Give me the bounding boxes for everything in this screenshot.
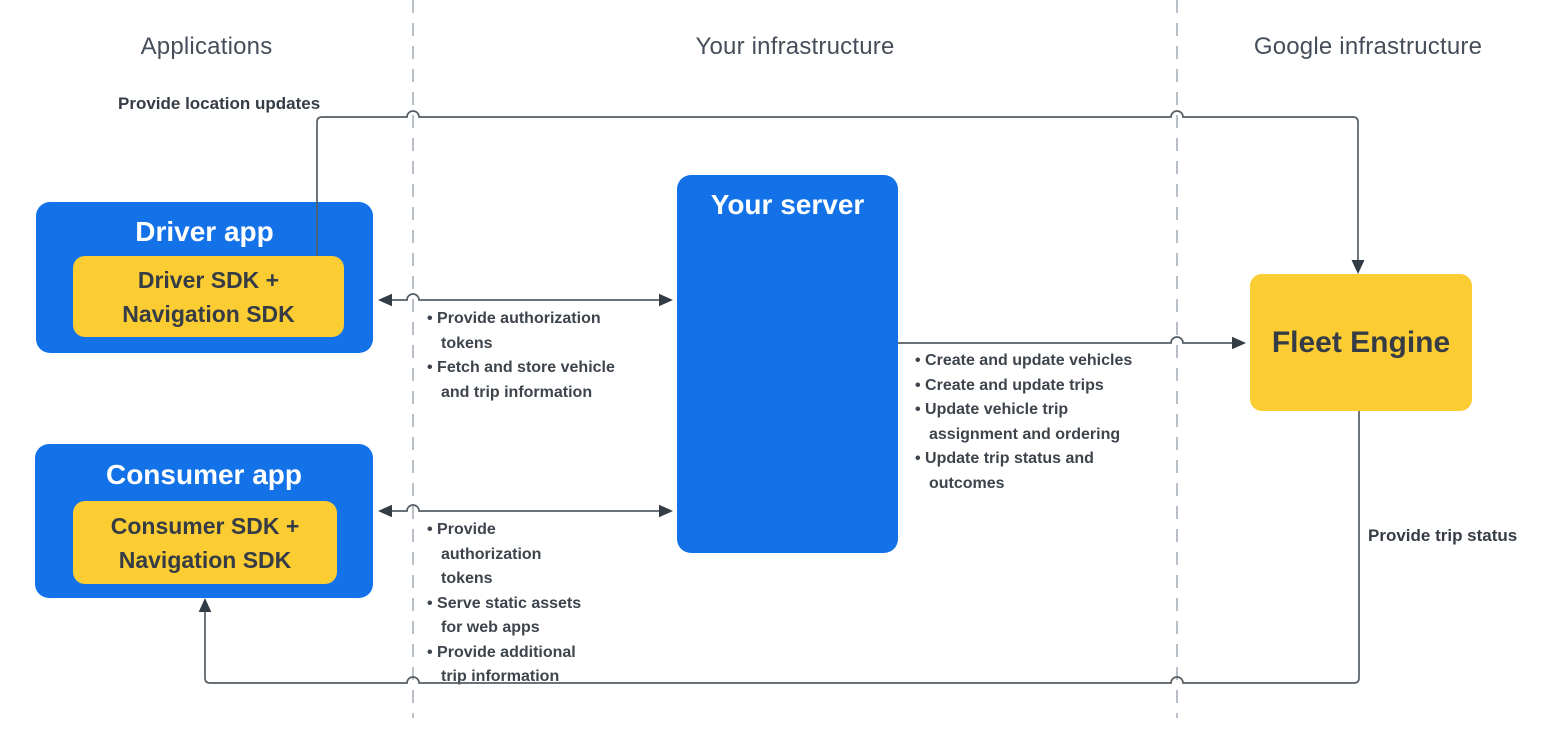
edge-driver-server-line (392, 293, 659, 301)
your-server-title: Your server (710, 189, 865, 220)
fleet-engine-box: Fleet Engine (1250, 274, 1472, 411)
arrow-right-to-your-server-icon (659, 293, 673, 307)
bullet-item: Create and update vehicles (915, 349, 1137, 374)
bullet-item: Update vehicle trip assignment and order… (915, 398, 1137, 447)
consumer-server-notes: Provide authorization tokensServe static… (427, 518, 593, 690)
arrow-left-to-driver-app-icon (378, 293, 392, 307)
driver-app-title: Driver app (135, 216, 274, 247)
driver-server-notes: Provide authorization tokensFetch and st… (427, 307, 619, 405)
arrow-right-to-fleet-engine-icon (1232, 336, 1246, 350)
bullet-item: Update trip status and outcomes (915, 447, 1137, 496)
lane-header-applications: Applications (140, 33, 273, 60)
lane-header-google-infrastructure: Google infrastructure (1253, 33, 1483, 60)
consumer-sdk-label: Consumer SDK + Navigation SDK (110, 512, 300, 573)
provide-trip-status-label: Provide trip status (1368, 526, 1518, 545)
bullet-item: Provide additional trip information (427, 641, 593, 690)
bullet-item: Fetch and store vehicle and trip informa… (427, 356, 619, 405)
consumer-app-box: Consumer app Consumer SDK + Navigation S… (35, 444, 373, 598)
arrow-right-to-your-server-lower-icon (659, 504, 673, 518)
bullet-item: Provide authorization tokens (427, 518, 593, 592)
driver-sdk-box: Driver SDK + Navigation SDK (73, 256, 344, 337)
driver-app-box: Driver app Driver SDK + Navigation SDK (36, 202, 373, 353)
edge-server-fleet-line (898, 336, 1232, 344)
consumer-app-title: Consumer app (105, 459, 303, 490)
bullet-item: Create and update trips (915, 374, 1137, 399)
your-server-box: Your server (677, 175, 898, 553)
driver-sdk-label: Driver SDK + Navigation SDK (122, 266, 295, 327)
arrow-down-into-fleet-engine-icon (1351, 260, 1365, 274)
server-fleet-notes: Create and update vehiclesCreate and upd… (915, 349, 1137, 496)
lane-header-your-infrastructure: Your infrastructure (695, 33, 895, 60)
arrow-up-into-consumer-app-icon (198, 598, 212, 612)
fleet-engine-title: Fleet Engine (1271, 325, 1451, 359)
bullet-item: Serve static assets for web apps (427, 592, 593, 641)
consumer-sdk-box: Consumer SDK + Navigation SDK (73, 501, 337, 584)
edge-consumer-server-line (392, 504, 659, 512)
provide-location-updates-label: Provide location updates (118, 94, 321, 113)
arrow-left-to-consumer-app-icon (378, 504, 392, 518)
bullet-item: Provide authorization tokens (427, 307, 619, 356)
